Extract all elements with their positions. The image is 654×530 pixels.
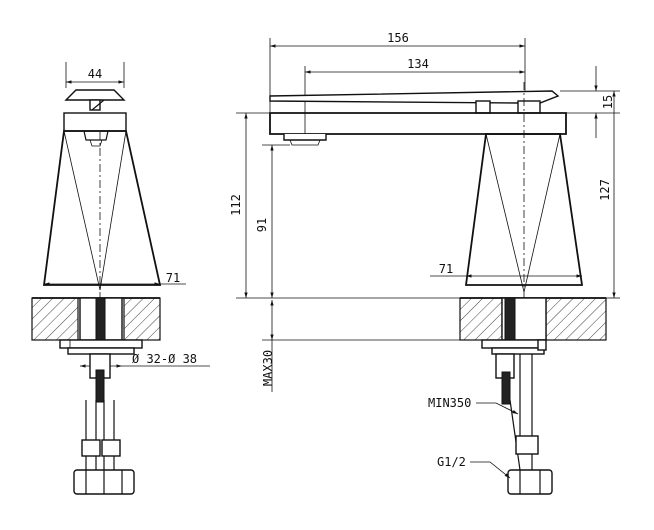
dim-spout-reach: 134 xyxy=(407,57,429,71)
side-view: 44 71 Ø 32-Ø 38 xyxy=(31,62,210,495)
side-handle-stem xyxy=(89,99,101,111)
dim-base-right: 71 xyxy=(439,262,453,276)
side-deck-right xyxy=(123,297,161,341)
dim-max-deck: MAX30 xyxy=(261,350,275,386)
front-handle-lever xyxy=(269,90,560,104)
dim-spout-clearance: 91 xyxy=(255,218,269,232)
dim-min-hose: MIN350 xyxy=(428,396,471,410)
front-view: 156 134 71 xyxy=(229,31,620,495)
side-hex-nuts xyxy=(73,469,135,495)
side-body xyxy=(42,130,162,286)
dim-hole-diameter: Ø 32-Ø 38 xyxy=(132,352,197,366)
dim-top-width: 44 xyxy=(88,67,102,81)
front-deck-left xyxy=(459,297,503,341)
front-hex-nut xyxy=(507,469,553,495)
dim-body-height: 112 xyxy=(229,194,243,216)
front-deck-right xyxy=(545,297,607,341)
side-deck-left xyxy=(31,297,79,341)
dim-overall-length: 156 xyxy=(387,31,409,45)
dim-thread: G1/2 xyxy=(437,455,466,469)
side-handle-lever xyxy=(64,89,126,101)
dim-handle-height: 15 xyxy=(601,95,615,109)
front-spout xyxy=(269,112,567,135)
side-cap xyxy=(63,112,127,132)
front-body xyxy=(464,133,584,286)
dim-total-height: 127 xyxy=(598,179,612,201)
dim-base-left: 71 xyxy=(166,271,180,285)
